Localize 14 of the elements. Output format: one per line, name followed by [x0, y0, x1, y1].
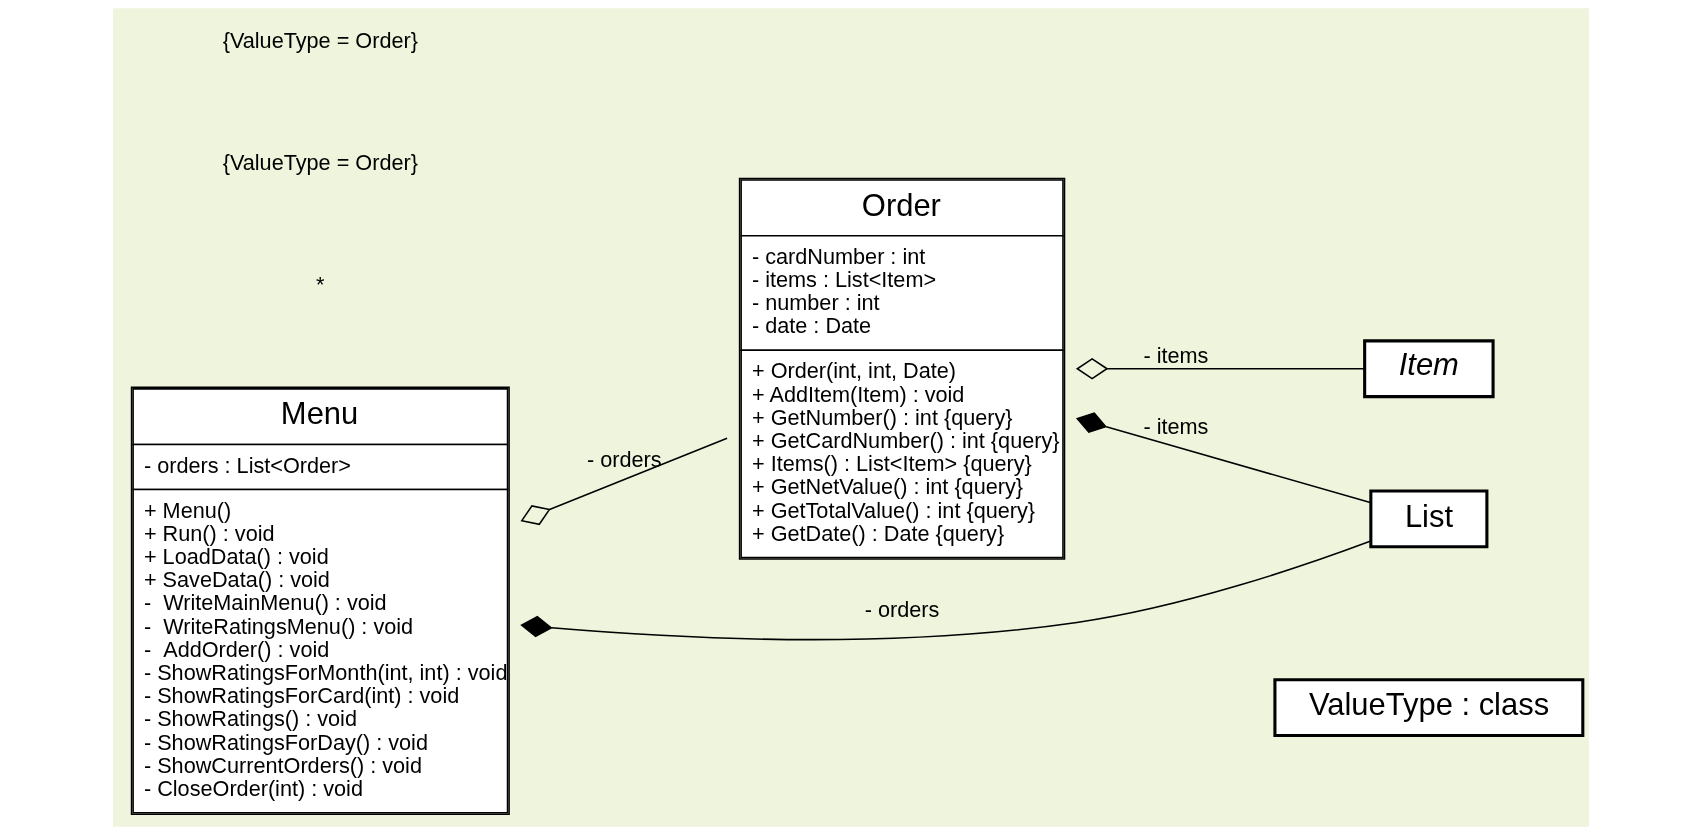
connector: [519, 540, 1372, 641]
label: *: [315, 272, 325, 298]
connector: [1075, 412, 1371, 504]
edge-label: - items: [1142, 342, 1208, 368]
edge-label: - orders: [586, 446, 662, 472]
node-box: Item: [1362, 339, 1495, 399]
edge-label: - orders: [864, 596, 939, 622]
label: {ValueType = Order}: [222, 28, 418, 54]
connector: [520, 437, 728, 526]
label: {ValueType = Order}: [222, 150, 418, 176]
connector: [1075, 357, 1365, 380]
node-box: List: [1368, 489, 1488, 549]
edge-label: - items: [1142, 414, 1208, 440]
node-box: ValueType : class: [1272, 678, 1584, 737]
